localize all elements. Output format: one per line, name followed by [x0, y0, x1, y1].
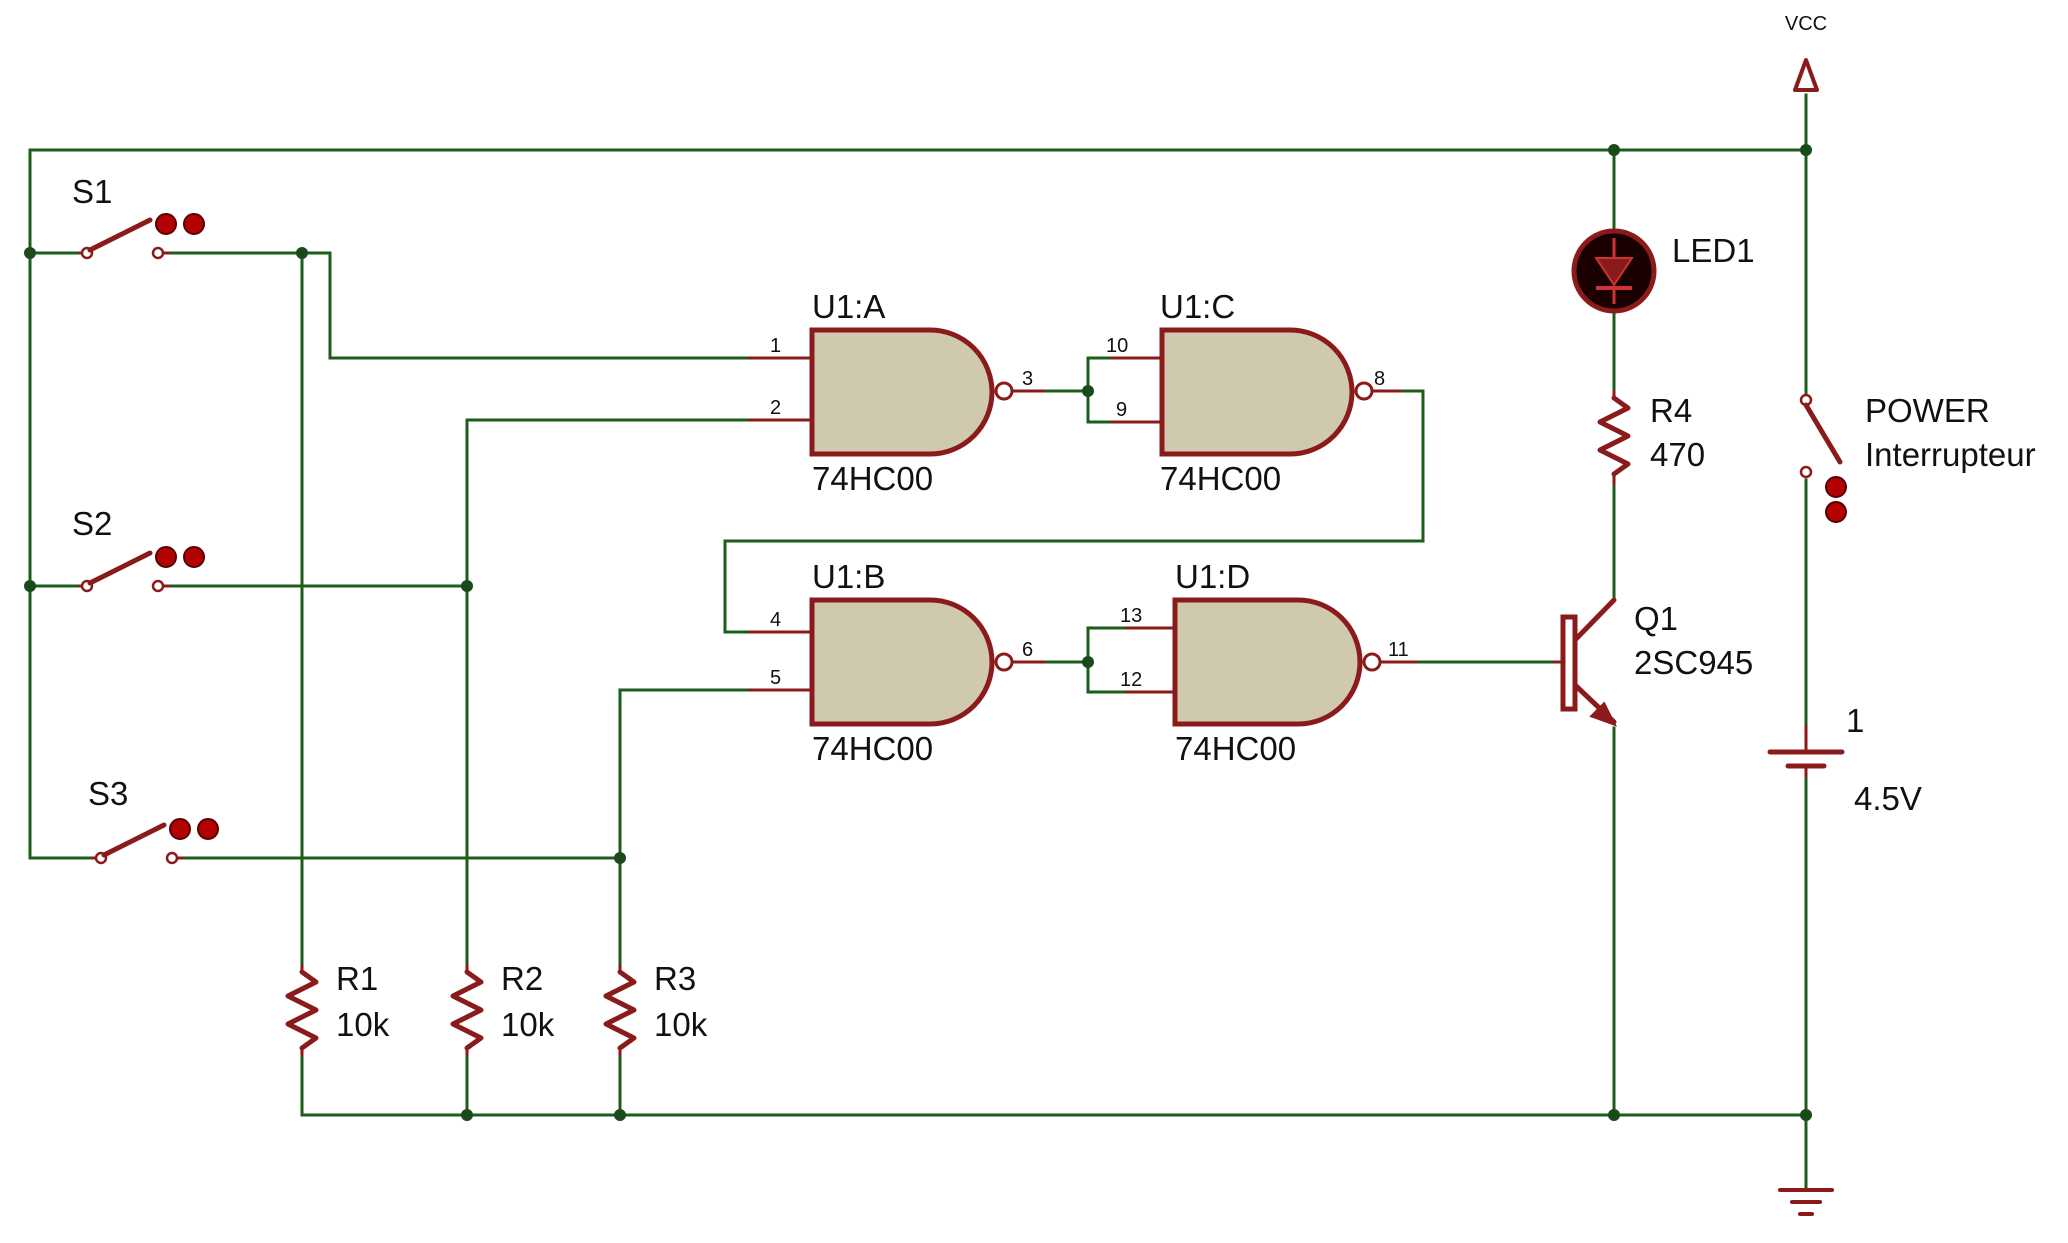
resistor-r4-ref: R4 — [1650, 392, 1692, 429]
switch-s3: S3 — [88, 775, 219, 865]
transistor-q1: Q1 2SC945 — [1553, 597, 1753, 727]
pin-number: 5 — [770, 667, 781, 689]
switch-s3-ref: S3 — [88, 775, 128, 812]
power-switch: POWER Interrupteur — [1799, 392, 2036, 523]
pin-number: 11 — [1388, 639, 1409, 661]
switch-s2-ref: S2 — [72, 505, 112, 542]
pin-number: 10 — [1106, 335, 1128, 357]
resistor-r1-value: 10k — [336, 1006, 390, 1043]
resistor-r3-ref: R3 — [654, 960, 696, 997]
pin-number: 13 — [1120, 605, 1142, 627]
power-switch-close-icon — [1825, 476, 1847, 498]
switch-s1-ref: S1 — [72, 173, 112, 210]
pin-number: 6 — [1022, 639, 1033, 661]
ground-symbol — [1778, 1188, 1834, 1216]
nand-gate-u1b: 4 5 6 U1:B 74HC00 — [748, 558, 1045, 767]
resistor-r2-value: 10k — [501, 1006, 555, 1043]
power-switch-value: Interrupteur — [1865, 436, 2036, 473]
transistor-ref: Q1 — [1634, 600, 1678, 637]
switch-s1: S1 — [72, 173, 205, 260]
pin-number: 4 — [770, 609, 781, 631]
battery-component: 1 4.5V — [1767, 702, 1922, 817]
led-component: LED1 — [1571, 228, 1755, 314]
gate-type: 74HC00 — [1175, 730, 1296, 767]
switch-open-button-icon — [183, 546, 205, 568]
nand-gate-u1c: 10 9 8 U1:C 74HC00 — [1106, 288, 1402, 497]
vcc-label: VCC — [1785, 13, 1827, 35]
power-switch-open-icon — [1825, 501, 1847, 523]
switch-open-button-icon — [183, 213, 205, 235]
resistor-r4: R4 470 — [1597, 390, 1705, 485]
junctions — [24, 144, 1812, 1121]
nand-gate-u1d: 13 12 11 U1:D 74HC00 — [1120, 558, 1418, 767]
resistor-r1-ref: R1 — [336, 960, 378, 997]
switch-open-button-icon — [197, 818, 219, 840]
pin-number: 2 — [770, 397, 781, 419]
pin-number: 9 — [1116, 399, 1127, 421]
power-switch-ref: POWER — [1865, 392, 1990, 429]
vcc-terminal: VCC — [1785, 13, 1827, 92]
transistor-value: 2SC945 — [1634, 644, 1753, 681]
pin-number: 1 — [770, 335, 781, 357]
switch-s2: S2 — [72, 505, 205, 593]
battery-value: 4.5V — [1854, 780, 1922, 817]
resistor-r4-value: 470 — [1650, 436, 1705, 473]
resistor-r1: R1 10k — [285, 960, 390, 1056]
resistor-r3-value: 10k — [654, 1006, 708, 1043]
resistor-r3: R3 10k — [603, 960, 708, 1056]
pin-number: 8 — [1374, 368, 1385, 390]
resistor-r2-ref: R2 — [501, 960, 543, 997]
switch-close-button-icon — [155, 546, 177, 568]
gate-type: 74HC00 — [1160, 460, 1281, 497]
gate-ref: U1:C — [1160, 288, 1235, 325]
gate-ref: U1:B — [812, 558, 885, 595]
gate-type: 74HC00 — [812, 460, 933, 497]
nand-gate-u1a: 1 2 3 U1:A 74HC00 — [748, 288, 1045, 497]
wires — [28, 93, 1808, 1192]
switch-close-button-icon — [155, 213, 177, 235]
gate-type: 74HC00 — [812, 730, 933, 767]
led-ref: LED1 — [1672, 232, 1755, 269]
pin-number: 3 — [1022, 368, 1033, 390]
gate-ref: U1:A — [812, 288, 885, 325]
pin-number: 12 — [1120, 669, 1142, 691]
resistor-r2: R2 10k — [450, 960, 555, 1056]
switch-close-button-icon — [169, 818, 191, 840]
gate-ref: U1:D — [1175, 558, 1250, 595]
battery-ref: 1 — [1846, 702, 1864, 739]
